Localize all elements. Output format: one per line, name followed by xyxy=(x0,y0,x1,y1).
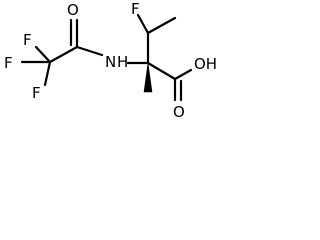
molecule-structure-diagram: F F F F O N H OH O xyxy=(4,0,217,121)
bond-lines xyxy=(20,13,193,102)
bond-cf3-to-upper-fluorine xyxy=(34,45,52,64)
atom-label-fluorine-lower-left: F xyxy=(32,84,41,102)
atom-label-acid-hydroxyl: OH xyxy=(194,55,217,73)
stereo-wedge-bond-methyl xyxy=(143,62,153,93)
atom-label-amide-hydrogen: H xyxy=(117,53,128,71)
bond-chf-to-top-fluorine xyxy=(136,13,150,35)
atom-label-acid-oxygen: O xyxy=(173,103,185,121)
bond-carboxyl-to-hydroxyl xyxy=(173,68,193,81)
atom-label-amide-nitrogen: N xyxy=(105,53,116,71)
atom-label-fluorine-top: F xyxy=(131,0,140,18)
atom-label-fluorine-left: F xyxy=(4,54,13,72)
bond-amide-carbon-to-cf3 xyxy=(48,45,79,64)
atom-label-amide-oxygen: O xyxy=(67,1,79,19)
atom-labels: F F F F O N H OH O xyxy=(4,0,217,121)
bond-nitrogen-to-amide-carbon xyxy=(75,45,104,57)
atom-label-fluorine-upper-left: F xyxy=(23,31,32,49)
bond-quaternary-carbon-to-carboxyl xyxy=(146,61,177,81)
bond-chf-to-methyl xyxy=(146,16,177,35)
bond-cf3-to-lower-fluorine xyxy=(43,60,52,87)
